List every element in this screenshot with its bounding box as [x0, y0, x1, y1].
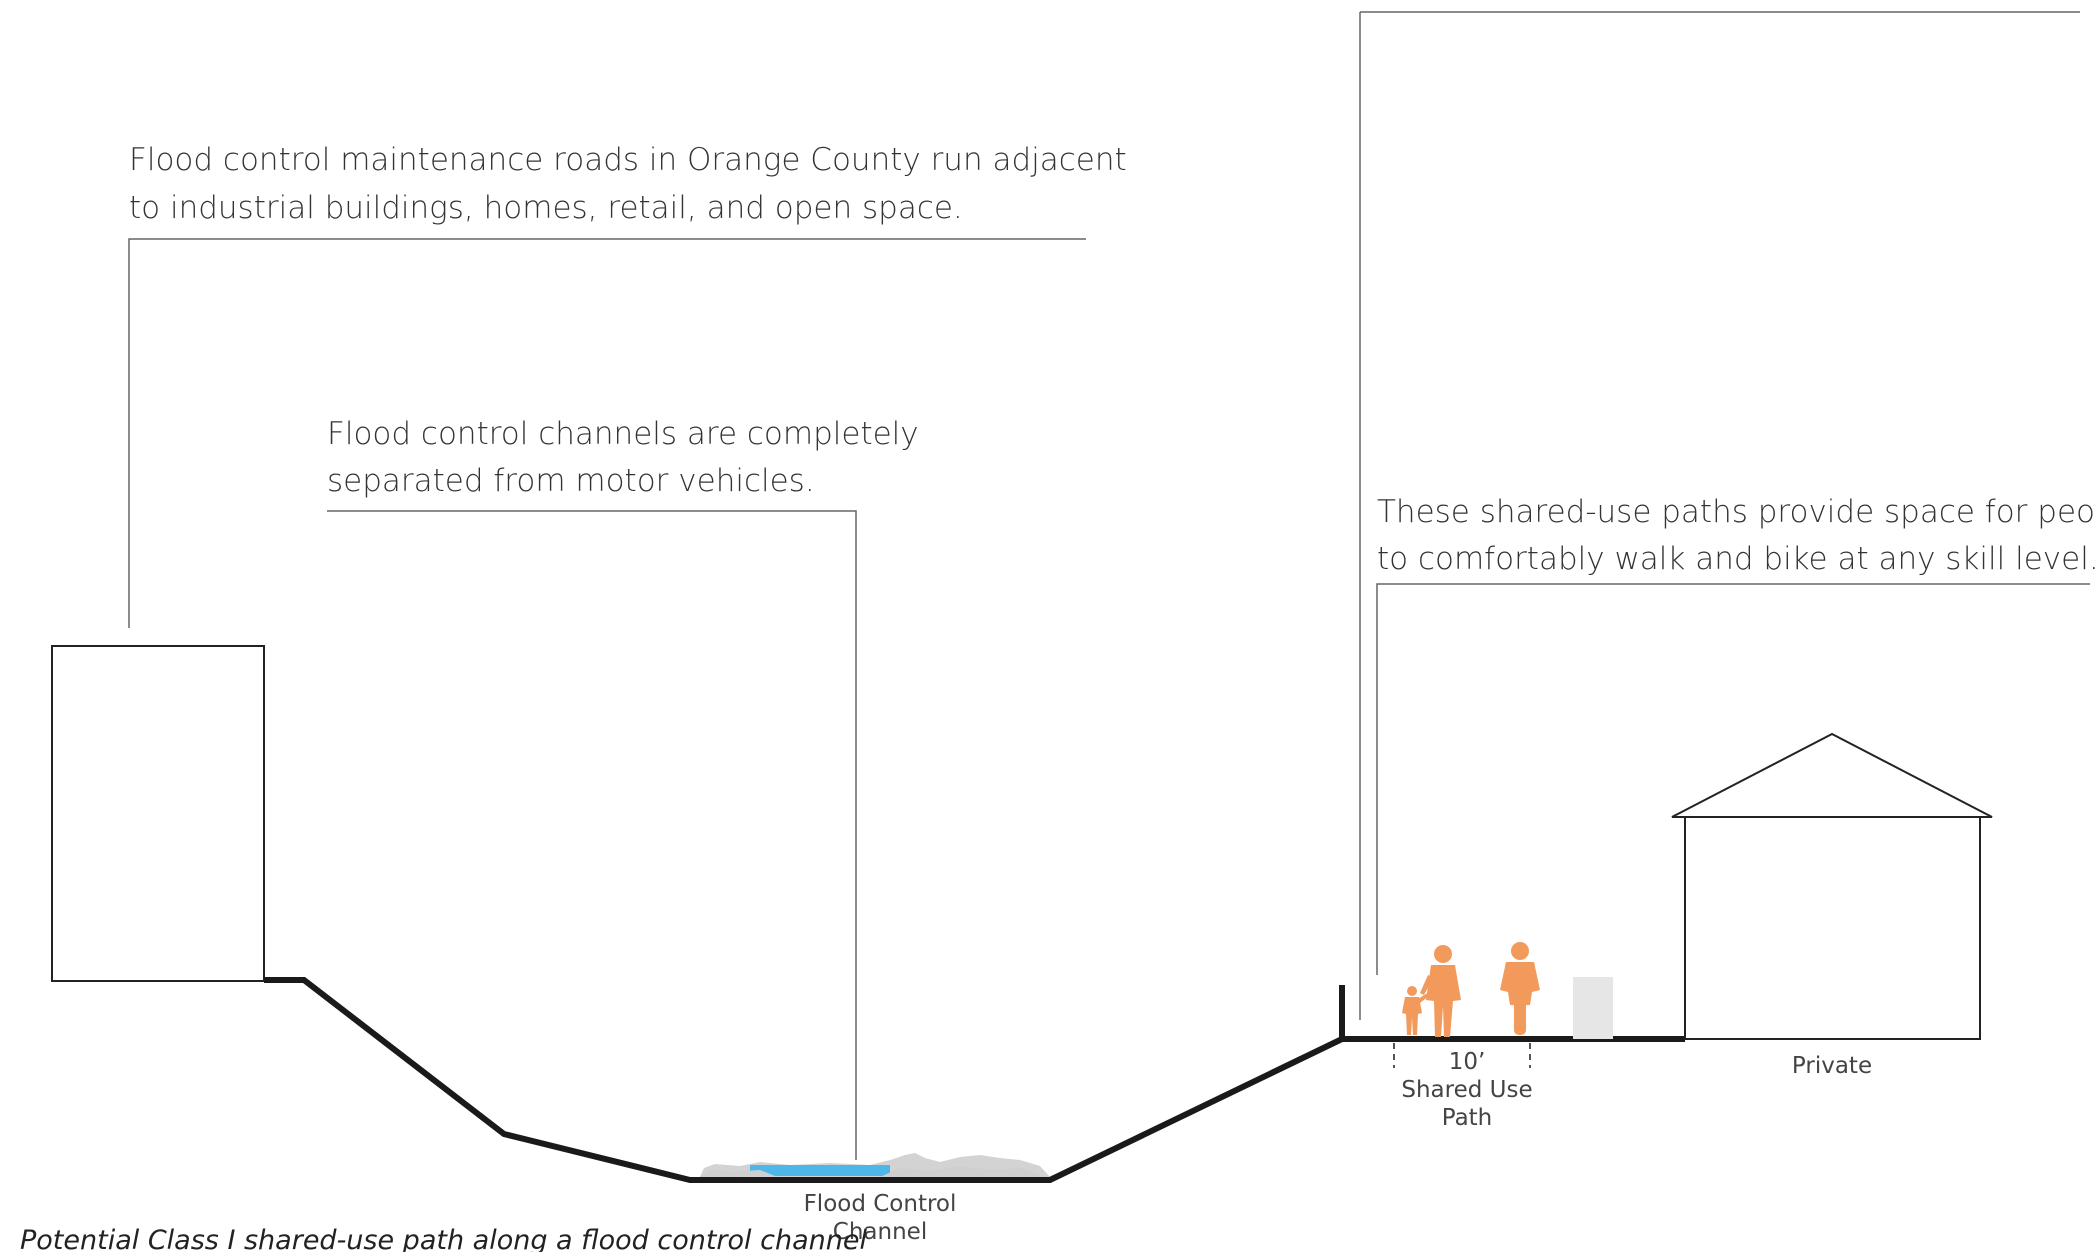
private-house	[1671, 732, 1993, 1040]
label-path: Path	[1442, 1105, 1493, 1131]
adult-pedestrian-icon	[1420, 945, 1461, 1037]
label-flood-control: Flood Control	[804, 1191, 957, 1217]
path-dimension	[1393, 1043, 1531, 1068]
top-right-frame	[1359, 11, 2080, 1020]
child-pedestrian-icon	[1402, 986, 1433, 1035]
callout-channels-separated: Flood control channels are completely se…	[327, 416, 919, 1160]
callout-maintenance-roads-leader	[128, 238, 1086, 628]
callout-shared-use-paths: These shared-use paths provide space for…	[1376, 494, 2097, 975]
callout-shared-use-paths-leader	[1376, 583, 2090, 975]
callout-maintenance-roads-line2: to industrial buildings, homes, retail, …	[129, 190, 963, 226]
callout-channels-separated-line2: separated from motor vehicles.	[327, 463, 815, 499]
callout-channels-separated-leader	[327, 510, 857, 1160]
channel-rocks-front	[700, 1166, 1045, 1177]
house-roof	[1671, 732, 1993, 818]
channel-water	[750, 1165, 890, 1176]
callout-maintenance-roads-line1: Flood control maintenance roads in Orang…	[129, 142, 1127, 178]
callout-channels-separated-line1: Flood control channels are completely	[327, 416, 919, 452]
label-path-width: 10’	[1449, 1049, 1486, 1075]
label-private: Private	[1792, 1053, 1872, 1079]
callout-shared-use-paths-line2: to comfortably walk and bike at any skil…	[1377, 541, 2097, 577]
channel-bottom	[700, 1153, 1050, 1177]
house-body	[1684, 816, 1981, 1040]
label-channel: Channel	[833, 1219, 927, 1245]
figure-caption: Potential Class I shared-use path along …	[20, 1225, 867, 1252]
label-shared-use: Shared Use	[1401, 1077, 1532, 1103]
cyclist-icon	[1500, 942, 1540, 1035]
industrial-building	[51, 645, 265, 982]
callout-shared-use-paths-line1: These shared-use paths provide space for…	[1377, 494, 2097, 530]
callout-maintenance-roads: Flood control maintenance roads in Orang…	[128, 142, 1127, 628]
utility-box	[1573, 977, 1613, 1039]
